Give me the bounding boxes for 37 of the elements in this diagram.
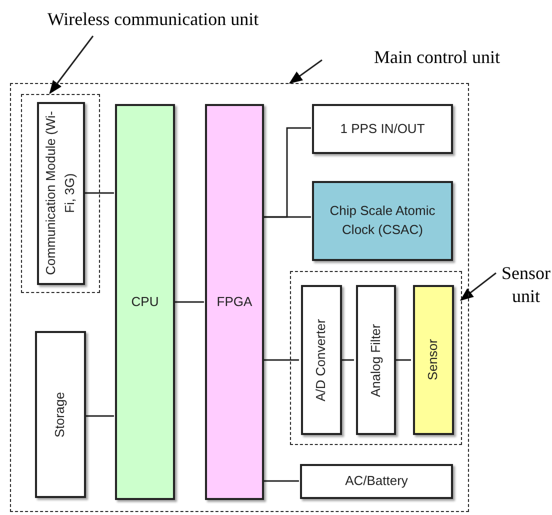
box-label: Communication Module (Wi-Fi, 3G) [42, 110, 78, 278]
sensor-box [413, 285, 454, 435]
converter-box [301, 285, 342, 435]
box-label: AC/Battery [344, 472, 409, 490]
connector-line [263, 480, 299, 482]
box-label: FPGA [216, 292, 254, 311]
box-label: Storage [51, 390, 68, 440]
processor-box [115, 104, 175, 500]
module-box [37, 102, 85, 285]
filter-box [356, 285, 396, 435]
box-label: A/D Converter [312, 318, 330, 404]
clock-box [312, 181, 453, 261]
connector-line [263, 216, 311, 218]
storage-box [35, 331, 86, 498]
connector-line [394, 359, 411, 361]
processor-box [205, 104, 264, 500]
connector-line [85, 415, 114, 417]
unit-label: Main control unit [373, 46, 501, 68]
unit-group-outline [10, 83, 469, 512]
unit-label: Sensor unit [500, 262, 552, 307]
unit-group-outline [290, 271, 462, 445]
box-label: 1 PPS IN/OUT [339, 120, 426, 138]
box-label: Chip Scale Atomic Clock (CSAC) [328, 202, 436, 239]
leader-arrow [49, 36, 94, 94]
io-box [312, 104, 453, 154]
unit-label: Wireless communication unit [46, 8, 260, 30]
leader-arrow [288, 59, 322, 84]
unit-group-outline [21, 94, 100, 293]
connector-line [174, 301, 204, 303]
box-label: Analog Filter [366, 322, 384, 399]
leader-arrow [460, 272, 496, 301]
connector-line [340, 359, 354, 361]
connector-line [83, 192, 114, 194]
connector-line [263, 359, 299, 361]
power-box [300, 464, 453, 499]
box-label: CPU [130, 292, 160, 311]
box-label: Sensor [424, 338, 442, 383]
